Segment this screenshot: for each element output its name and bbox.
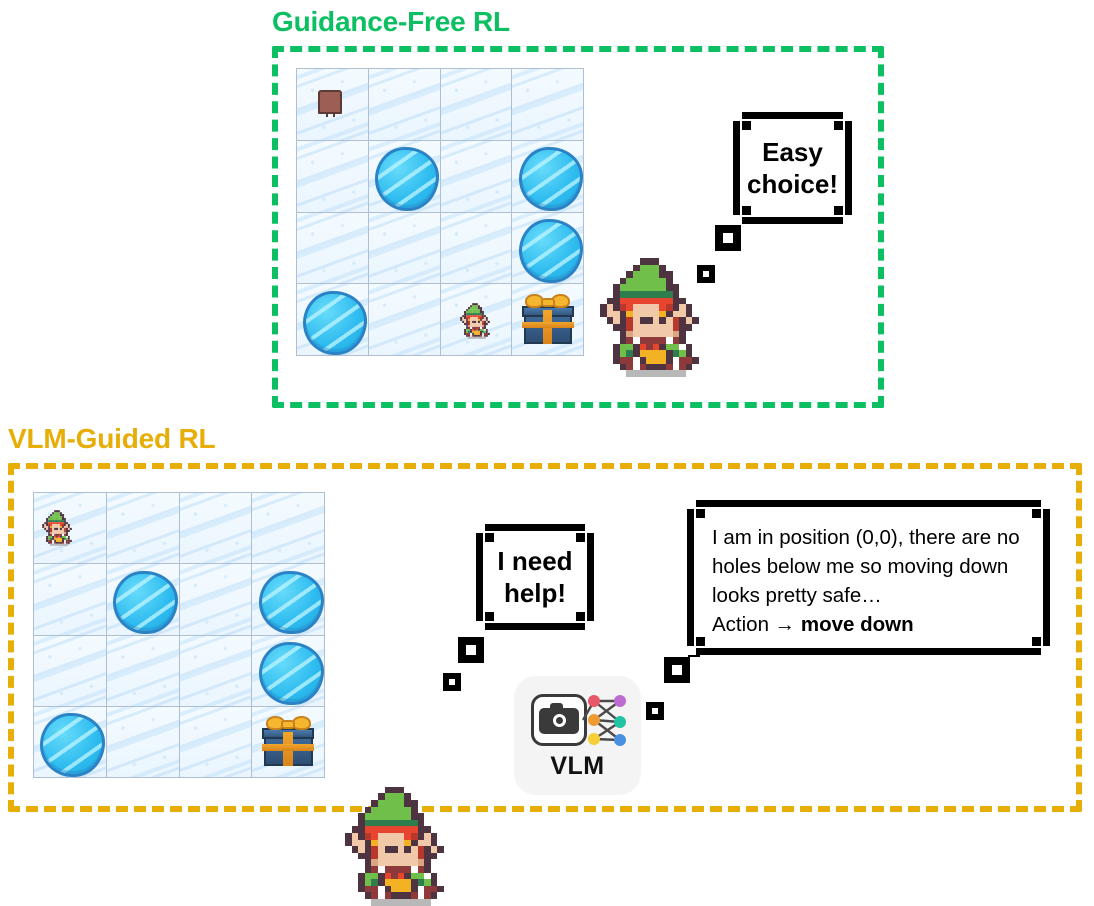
grid-cell-0-1 <box>368 69 440 140</box>
grid-cell-3-1 <box>106 706 179 777</box>
speech-tail-small-need-help <box>443 673 461 691</box>
elf-agent-icon <box>460 303 492 339</box>
vlm-response-line-1: I am in position (0,0), there are no <box>712 526 1020 549</box>
grid-cell-0-0 <box>34 493 106 564</box>
grid-cell-3-2 <box>440 284 512 355</box>
page-title-vlm-guided: VLM-Guided RL <box>8 423 216 454</box>
grid-cell-3-3 <box>512 284 583 355</box>
bubble-line-2: help! <box>503 578 567 608</box>
vlm-response-line-3: looks pretty safe… <box>712 584 882 608</box>
grid-cell-0-3 <box>252 493 324 564</box>
speech-tail-big-guidance-free <box>715 225 741 251</box>
goal-gift-icon <box>261 715 315 766</box>
grid-cell-3-0 <box>297 284 368 355</box>
vlm-model-card[interactable]: VLM <box>514 676 641 795</box>
grid-cell-1-0 <box>297 140 368 212</box>
speech-tail-small-guidance-free <box>697 265 715 283</box>
grid-cell-2-3 <box>512 212 583 284</box>
frozenlake-grid-guidance-free <box>296 68 584 356</box>
grid-cell-0-2 <box>440 69 512 140</box>
grid-cell-2-0 <box>297 212 368 284</box>
grid-cell-2-2 <box>440 212 512 284</box>
grid-cell-0-0 <box>297 69 368 140</box>
start-marker-icon <box>318 90 343 118</box>
grid-cell-1-2 <box>179 564 252 635</box>
frozenlake-grid-vlm-guided <box>33 492 325 778</box>
hole-icon <box>375 147 440 212</box>
vlm-response-action: Action → move down <box>712 610 1027 639</box>
vlm-response-line-2: holes below me so moving down <box>712 555 1009 579</box>
speech-bubble-easy-choice: Easy choice! <box>733 112 852 224</box>
elf-agent-large-vlm-guided <box>345 786 451 906</box>
panel-vlm-guided <box>8 463 1082 812</box>
bubble-line-2: choice! <box>746 169 839 199</box>
grid-cell-2-3 <box>252 635 324 706</box>
grid-cell-0-2 <box>179 493 252 564</box>
grid-cell-2-1 <box>368 212 440 284</box>
grid-cell-3-1 <box>368 284 440 355</box>
grid-cell-2-1 <box>106 635 179 706</box>
speech-bubble-vlm-response: I am in position (0,0), there are no hol… <box>687 500 1050 655</box>
elf-agent-icon <box>41 510 74 546</box>
hole-icon <box>518 147 583 212</box>
grid-cell-0-3 <box>512 69 583 140</box>
hole-icon <box>258 641 324 706</box>
vlm-action-value: move down <box>800 613 914 637</box>
hole-icon <box>518 218 583 283</box>
panel-guidance-free <box>272 46 884 408</box>
grid-cell-1-3 <box>512 140 583 212</box>
grid-cell-1-3 <box>252 564 324 635</box>
bubble-line-1: I need <box>497 545 573 576</box>
grid-cell-1-2 <box>440 140 512 212</box>
bubble-line-1: Easy <box>762 136 823 167</box>
grid-cell-1-1 <box>368 140 440 212</box>
grid-cell-0-1 <box>106 493 179 564</box>
grid-cell-2-0 <box>34 635 106 706</box>
hole-icon <box>303 290 368 355</box>
speech-tail-small-vlm-response <box>646 702 664 720</box>
page-title-guidance-free: Guidance-Free RL <box>272 6 510 37</box>
hole-icon <box>258 570 324 635</box>
elf-agent-large-guidance-free <box>600 258 706 377</box>
vlm-card-label: VLM <box>550 752 605 780</box>
goal-gift-icon <box>521 293 574 344</box>
speech-tail-big-need-help <box>458 637 484 663</box>
vlm-action-prefix: Action → <box>712 613 801 637</box>
grid-cell-2-2 <box>179 635 252 706</box>
hole-icon <box>113 570 179 635</box>
speech-tail-big-vlm-response <box>664 657 690 683</box>
grid-cell-3-3 <box>252 706 324 777</box>
camera-network-icon <box>529 690 627 750</box>
speech-bubble-need-help: I need help! <box>476 524 594 630</box>
hole-icon <box>40 713 106 777</box>
grid-cell-1-0 <box>34 564 106 635</box>
grid-cell-1-1 <box>106 564 179 635</box>
grid-cell-3-0 <box>34 706 106 777</box>
grid-cell-3-2 <box>179 706 252 777</box>
